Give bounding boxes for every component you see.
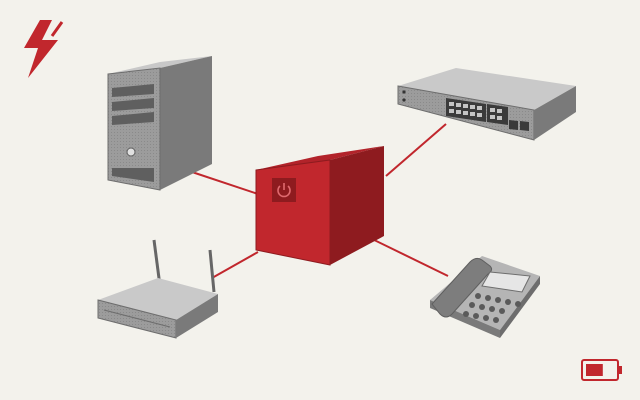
connections (191, 123, 449, 279)
cable-ups-switch (385, 123, 447, 177)
power-icon (272, 178, 296, 202)
desk-phone-icon (430, 256, 540, 338)
battery-charge-fill (586, 364, 603, 376)
cable-ups-router (211, 251, 259, 279)
wifi-router-icon (97, 239, 218, 339)
cable-ups-phone (365, 235, 449, 277)
ups-unit-icon (255, 146, 384, 266)
cable-ups-desktop (191, 171, 259, 195)
desktop-tower-icon (107, 56, 212, 191)
lightning-bolt-icon (24, 20, 64, 78)
network-switch-icon (397, 68, 576, 141)
battery-low-icon (581, 359, 622, 381)
